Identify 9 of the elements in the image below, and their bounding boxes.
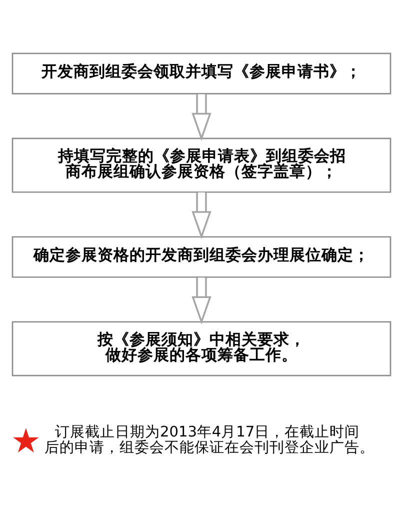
node-box: 按《参展须知》中相关要求，做好参展的各项筹备工作。 (12, 320, 392, 376)
label: 订展截止日期为2013年4月17日，在截止时间后的申请，组委会不能保证在会刊刊登企业广告。 (44, 424, 374, 456)
node-star (13, 427, 39, 452)
arrow (192, 192, 212, 239)
node-box: 开发商到组委会领取并填写《参展申请书》； (12, 52, 392, 94)
arrow (192, 94, 212, 141)
node-box: 持填写完整的《参展申请表》到组委会招商布展组确认参展资格（签字盖章）； (12, 137, 392, 192)
arrow (192, 277, 212, 324)
node-box: 确定参展资格的开发商到组委会办理展位确定； (12, 236, 392, 278)
